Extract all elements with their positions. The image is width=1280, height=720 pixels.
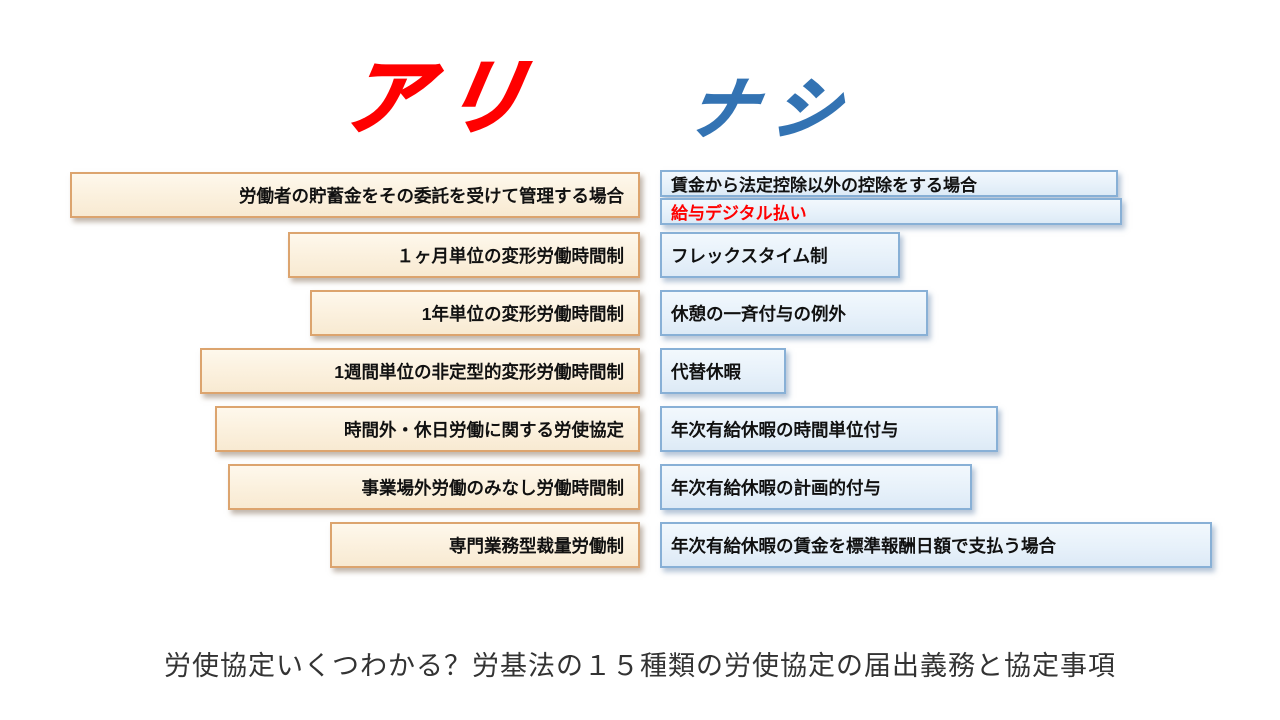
- right-item-box-5: 代替休暇: [660, 348, 786, 394]
- slide-caption: 労使協定いくつわかる？労基法の１５種類の労使協定の届出義務と協定事項: [164, 651, 1116, 681]
- left-item-box-2: １ヶ月単位の変形労働時間制: [288, 232, 640, 278]
- right-item-box-8: 年次有給休暇の賃金を標準報酬日額で支払う場合: [660, 522, 1212, 568]
- right-item-box-4: 休憩の一斉付与の例外: [660, 290, 928, 336]
- left-item-box-4: 1週間単位の非定型的変形労働時間制: [200, 348, 640, 394]
- title-ari: アリ: [336, 52, 551, 146]
- right-item-box-1: 賃金から法定控除以外の控除をする場合: [660, 170, 1118, 197]
- left-item-box-1: 労働者の貯蓄金をその委託を受けて管理する場合: [70, 172, 640, 218]
- right-item-box-2: 給与デジタル払い: [660, 198, 1122, 225]
- left-item-box-6: 事業場外労働のみなし労働時間制: [228, 464, 640, 510]
- right-item-box-7: 年次有給休暇の計画的付与: [660, 464, 972, 510]
- title-nashi: ナシ: [682, 71, 866, 148]
- left-item-box-5: 時間外・休日労働に関する労使協定: [215, 406, 640, 452]
- left-item-box-3: 1年単位の変形労働時間制: [310, 290, 640, 336]
- left-item-box-7: 専門業務型裁量労働制: [330, 522, 640, 568]
- right-item-box-6: 年次有給休暇の時間単位付与: [660, 406, 998, 452]
- right-item-box-3: フレックスタイム制: [660, 232, 900, 278]
